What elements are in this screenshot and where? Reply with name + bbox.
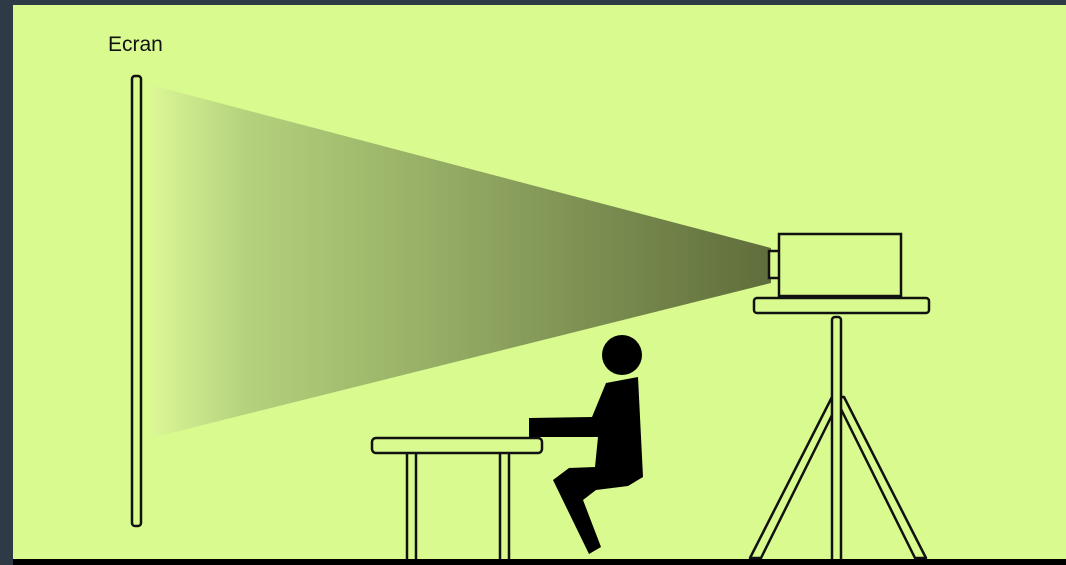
- tripod-platform: [754, 298, 929, 313]
- table-leg-right: [500, 450, 509, 564]
- projection-diagram: Ecran: [13, 5, 1066, 565]
- projector: [769, 234, 901, 296]
- tripod-center-pole: [832, 317, 841, 562]
- projector-body: [779, 234, 901, 296]
- floor: [13, 559, 1066, 565]
- table-leg-left: [407, 450, 416, 564]
- diagram-svg: [13, 5, 1066, 565]
- person-head: [602, 335, 642, 375]
- screen-label: Ecran: [108, 33, 163, 57]
- table-top: [372, 438, 542, 453]
- screen: [132, 76, 141, 526]
